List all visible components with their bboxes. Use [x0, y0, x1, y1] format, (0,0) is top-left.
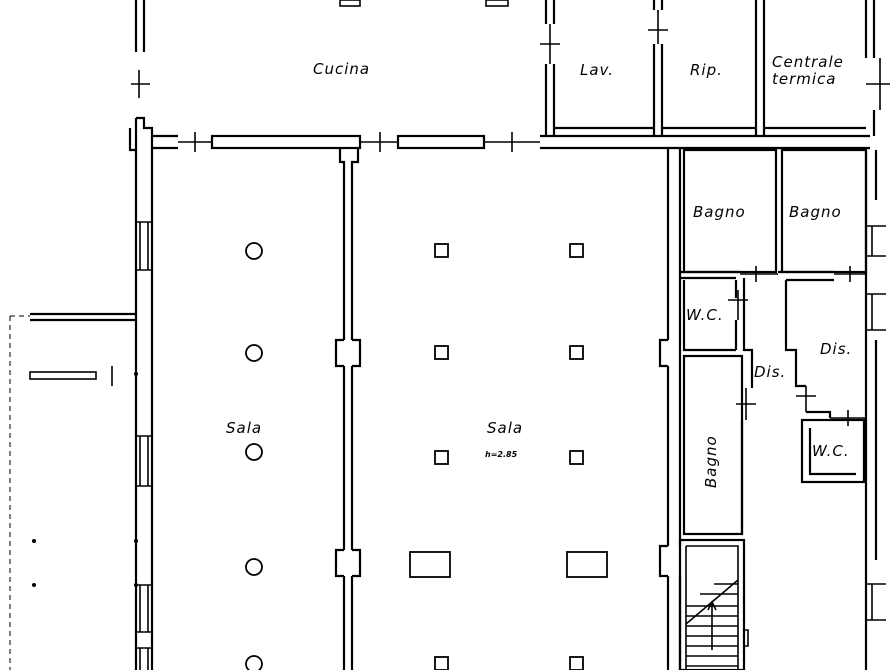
- column-square: [434, 345, 449, 360]
- label-bagno-2: Bagno: [789, 203, 842, 221]
- column-round: [245, 443, 263, 461]
- column-round: [245, 344, 263, 362]
- staircase: [678, 538, 749, 670]
- column-square: [569, 345, 584, 360]
- column-large: [409, 551, 451, 578]
- kitchen-wall: [152, 132, 870, 200]
- label-bagno-1: Bagno: [693, 203, 746, 221]
- column-square: [569, 656, 584, 670]
- label-dis-1: Dis.: [820, 340, 852, 358]
- porch-outline: [9, 312, 138, 670]
- column-round: [245, 655, 263, 670]
- kitchen-fixtures: [339, 0, 890, 136]
- label-sala-left: Sala: [226, 419, 262, 437]
- column-square: [434, 656, 449, 670]
- label-wc-1: W.C.: [686, 306, 724, 324]
- column-square: [569, 450, 584, 465]
- label-sala-center: Sala: [487, 419, 523, 437]
- label-centrale-termica-1: Centrale: [772, 53, 844, 71]
- sala-right-wall: [658, 148, 682, 670]
- column-large: [566, 551, 608, 578]
- column-round: [245, 242, 263, 260]
- column-round: [245, 558, 263, 576]
- label-lavanderia: Lav.: [580, 61, 614, 79]
- label-ceiling-height: h=2.85: [485, 450, 518, 459]
- label-wc-2: W.C.: [812, 442, 850, 460]
- column-square: [434, 243, 449, 258]
- left-exterior-wall: [128, 0, 154, 670]
- bathroom-block: [680, 148, 886, 670]
- label-centrale-termica-2: termica: [772, 70, 837, 88]
- label-bagno-3: Bagno: [702, 435, 720, 488]
- center-wall: [334, 200, 362, 670]
- round-columns: [245, 242, 263, 670]
- room-labels: Cucina Lav. Rip. Centrale termica Bagno …: [226, 53, 852, 488]
- column-square: [434, 450, 449, 465]
- label-dis-2: Dis.: [754, 363, 786, 381]
- label-cucina: Cucina: [313, 60, 370, 78]
- square-columns: [409, 243, 608, 670]
- label-ripostiglio: Rip.: [690, 61, 723, 79]
- column-square: [569, 243, 584, 258]
